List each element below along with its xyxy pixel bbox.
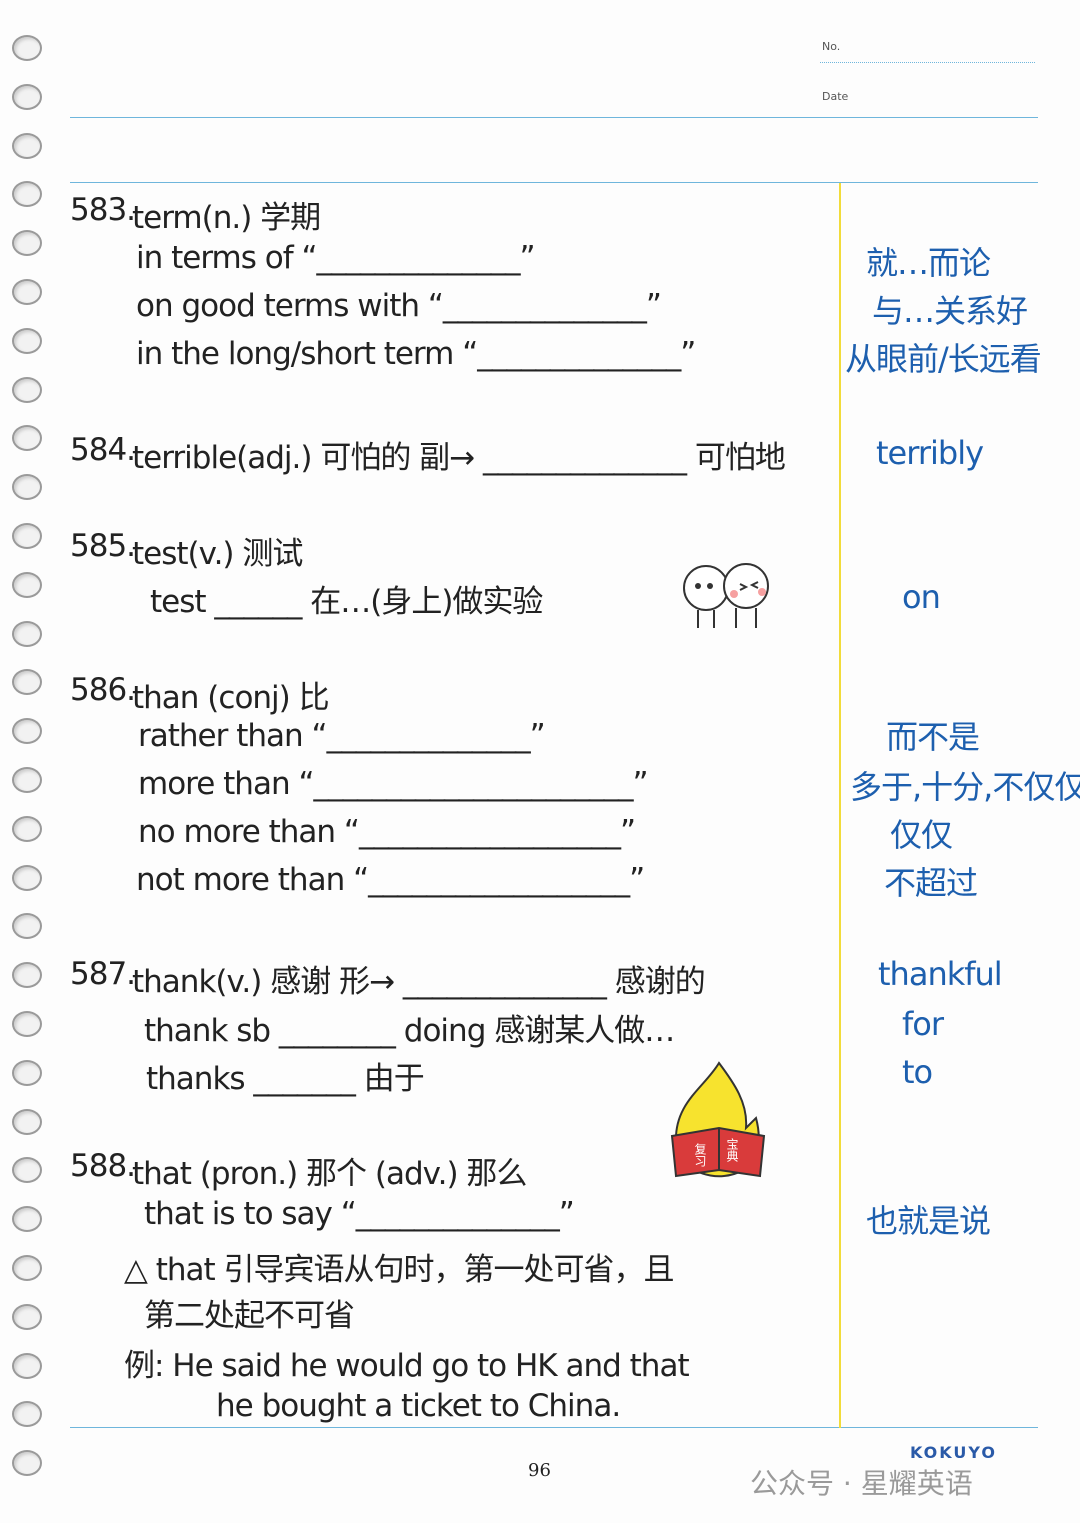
binder-ring bbox=[12, 181, 42, 208]
answer-text: 与…关系好 bbox=[872, 292, 1028, 330]
answer-text: 而不是 bbox=[886, 718, 980, 756]
binder-ring bbox=[12, 571, 42, 598]
bottom-rule bbox=[70, 1427, 1038, 1428]
answer-text: 就…而论 bbox=[866, 244, 991, 282]
answer-text: 多于,十分,不仅仅 bbox=[850, 768, 1080, 806]
binder-ring bbox=[12, 132, 42, 159]
margin-line bbox=[839, 183, 841, 1428]
answer-text: 不超过 bbox=[884, 864, 978, 902]
binder-ring bbox=[12, 1059, 42, 1086]
binder-ring bbox=[12, 962, 42, 989]
entry-number: 583. bbox=[70, 192, 136, 228]
answer-text: thankful bbox=[878, 955, 1003, 993]
phrase-line: that is to say “______________” bbox=[144, 1196, 575, 1232]
binder-ring bbox=[12, 1303, 42, 1330]
binder-ring bbox=[12, 1011, 42, 1037]
binder-ring bbox=[12, 523, 42, 549]
binder-ring bbox=[12, 1108, 42, 1135]
answer-text: 仅仅 bbox=[890, 816, 953, 854]
binder-ring bbox=[12, 279, 42, 305]
phrase-line: not more than “__________________” bbox=[136, 862, 645, 898]
binder-ring bbox=[12, 864, 42, 891]
phrase-line: test ______ 在…(身上)做实验 bbox=[150, 584, 543, 620]
two-faces-sticker bbox=[683, 563, 769, 628]
page-number: 96 bbox=[528, 1460, 551, 1481]
entry-headword: thank(v.) 感谢 形→ ______________ 感谢的 bbox=[132, 964, 706, 1000]
phrase-line: 例: He said he would go to HK and that bbox=[124, 1348, 690, 1384]
binder-ring bbox=[12, 425, 42, 452]
entry-number: 587. bbox=[70, 956, 136, 992]
entry-number: 585. bbox=[70, 528, 136, 564]
phrase-line: on good terms with “______________” bbox=[136, 288, 662, 324]
binder-ring bbox=[12, 913, 42, 940]
entry-number: 584. bbox=[70, 432, 136, 468]
answer-text: 也就是说 bbox=[866, 1202, 991, 1240]
entry-headword: terrible(adj.) 可怕的 副→ ______________ 可怕地 bbox=[132, 440, 786, 476]
phrase-line: in the long/short term “______________” bbox=[136, 336, 696, 372]
phrase-line: thanks _______ 由于 bbox=[146, 1061, 425, 1097]
brand-logo: KOKUYO bbox=[910, 1443, 998, 1462]
book-title: 宝典 bbox=[725, 1138, 739, 1162]
phrase-line: △ that 引导宾语从句时，第一处可省，且 bbox=[124, 1252, 675, 1288]
binder-ring bbox=[12, 230, 42, 257]
binder-ring bbox=[12, 1206, 42, 1233]
entry-headword: than (conj) 比 bbox=[132, 680, 330, 716]
binder-ring bbox=[12, 1450, 42, 1477]
binder-ring bbox=[12, 1401, 42, 1428]
no-field-line bbox=[820, 62, 1035, 63]
entry-number: 588. bbox=[70, 1148, 136, 1184]
answer-text: to bbox=[902, 1053, 933, 1091]
binder-ring bbox=[12, 815, 42, 842]
phrase-line: no more than “__________________” bbox=[138, 814, 636, 850]
phrase-line: in terms of “______________” bbox=[136, 240, 536, 276]
answer-text: on bbox=[902, 578, 941, 616]
book-subtitle: 复习 bbox=[693, 1143, 707, 1167]
no-label: No. bbox=[822, 40, 841, 53]
binder-ring bbox=[12, 669, 42, 696]
entry-headword: that (pron.) 那个 (adv.) 那么 bbox=[132, 1156, 527, 1192]
binder-ring bbox=[12, 1157, 42, 1184]
header-rule bbox=[70, 117, 1038, 118]
phrase-line: more than “______________________” bbox=[138, 766, 649, 802]
phrase-line: thank sb ________ doing 感谢某人做… bbox=[144, 1013, 675, 1049]
binder-ring bbox=[12, 620, 42, 647]
binder-ring bbox=[12, 376, 42, 403]
answer-text: for bbox=[902, 1005, 944, 1043]
binder-ring bbox=[12, 35, 42, 61]
top-rule bbox=[70, 182, 1038, 183]
entry-headword: test(v.) 测试 bbox=[132, 536, 303, 572]
binder-ring bbox=[12, 327, 42, 354]
answer-text: terribly bbox=[876, 434, 984, 472]
answer-text: 从眼前/长远看 bbox=[845, 340, 1042, 378]
date-label: Date bbox=[822, 90, 849, 103]
phrase-line: 第二处起不可省 bbox=[144, 1298, 355, 1334]
entry-number: 586. bbox=[70, 672, 136, 708]
binder-ring bbox=[12, 767, 42, 793]
binder-ring bbox=[12, 1352, 42, 1379]
flame-reading-book-sticker: 宝典 复习 bbox=[664, 1058, 774, 1183]
binder-ring bbox=[12, 718, 42, 745]
phrase-line: rather than “______________” bbox=[138, 718, 546, 754]
binder-ring bbox=[12, 474, 42, 501]
entry-headword: term(n.) 学期 bbox=[132, 200, 321, 236]
phrase-line: he bought a ticket to China. bbox=[216, 1388, 621, 1424]
watermark: 公众号 · 星耀英语 bbox=[750, 1467, 973, 1500]
binder-ring bbox=[12, 83, 42, 110]
binder-ring bbox=[12, 1255, 42, 1281]
